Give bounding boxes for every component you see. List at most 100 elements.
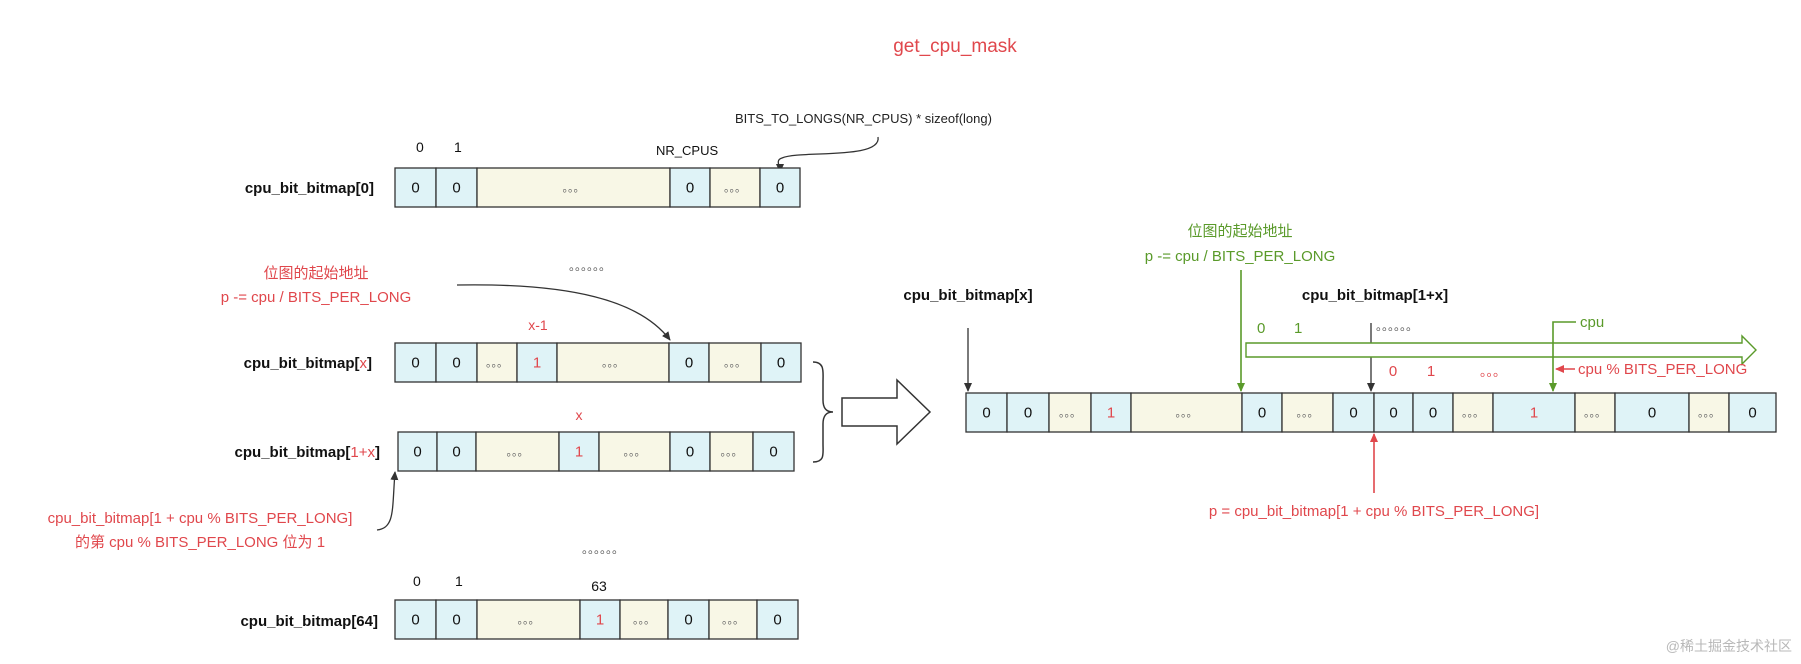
bit-cell-value: 0 [686,180,694,197]
diagram-title: get_cpu_mask [893,36,1017,57]
right-red-dots: 。。。 [1480,364,1506,379]
bit-cell-value: 0 [686,444,694,461]
bit-cell [752,431,795,472]
bit-cell [394,599,437,640]
bit-cell-ellipsis: 。。。 [633,615,655,627]
bit-cell-value: 0 [452,444,460,461]
bit-cell-value: 1 [575,444,583,461]
bit-cell [394,342,437,383]
bit-cell [667,599,710,640]
row-brace [812,361,834,463]
bit-cell [759,167,801,208]
bit-cell-ellipsis: 。。。 [1698,408,1720,420]
bit-cell [760,342,802,383]
bit-cell-value: 0 [769,444,777,461]
bit-cell [436,431,477,472]
row64-index-0: 0 [413,573,421,589]
bit-cell-value: 0 [1389,405,1397,422]
bit-cell-ellipsis: 。。。 [1462,408,1484,420]
bit-cell [1006,392,1050,433]
right-label-1x: cpu_bit_bitmap[1+x] [1302,287,1448,304]
right-green-note-line2: p -= cpu / BITS_PER_LONG [1145,248,1336,265]
bit-cell [619,599,669,640]
bit-cell-ellipsis: 。。。 [486,358,508,370]
right-green-idx-0: 0 [1257,320,1265,337]
bit-cell-value: 0 [411,180,419,197]
watermark: @稀土掘金技术社区 [1666,638,1792,654]
bit-cell-value: 0 [685,355,693,372]
bit-cell-ellipsis: 。。。 [721,447,743,459]
bit-cell-value: 0 [452,612,460,629]
bit-cell-ellipsis: 。。。 [724,358,746,370]
right-red-idx-1: 1 [1427,363,1435,380]
row64-index-1: 1 [455,573,463,589]
bit-cell-value: 0 [452,355,460,372]
bit-cell [708,342,762,383]
bit-cell-ellipsis: 。。。 [1584,408,1606,420]
left-note-line2: p -= cpu / BITS_PER_LONG [221,289,412,306]
bit-cell-value: 1 [596,612,604,629]
bit-cell [476,342,518,383]
bit-cell [1688,392,1730,433]
right-cpu-label: cpu [1580,314,1604,331]
bit-cell-value: 0 [1258,405,1266,422]
bit-cell [708,599,758,640]
dots-low: 。。。。。。 [582,542,624,556]
bit-cell-value: 0 [1349,405,1357,422]
bit-cell-ellipsis: 。。。 [507,447,529,459]
top-note-arrow [775,136,879,173]
bit-cell [516,342,558,383]
top-note: BITS_TO_LONGS(NR_CPUS) * sizeof(long) [735,111,992,126]
bit-cell [1332,392,1375,433]
bit-cell-value: 0 [411,612,419,629]
bit-cell [475,431,560,472]
row-1x-marker: x [576,407,583,423]
bit-cell-value: 1 [533,355,541,372]
right-green-note-line1: 位图的起始地址 [1187,223,1292,240]
bit-cell [1728,392,1777,433]
bit-cell-value: 1 [1530,405,1538,422]
right-green-hollow-arrow [1245,334,1757,366]
right-red-mod: cpu % BITS_PER_LONG [1578,361,1747,378]
bit-cell-value: 0 [411,355,419,372]
bit-cell [435,342,478,383]
bit-cell [598,431,671,472]
right-bottom-note: p = cpu_bit_bitmap[1 + cpu % BITS_PER_LO… [1209,503,1539,520]
right-cpu-arrow [1549,321,1576,392]
row-x-label: cpu_bit_bitmap[x] [244,355,372,372]
bit-cell [1492,392,1576,433]
right-dots-top: 。。。。。。 [1376,319,1418,333]
bit-cell [1130,392,1243,433]
bit-cell [394,167,437,208]
row64-index-63: 63 [591,578,607,594]
bit-cell-ellipsis: 。。。 [1297,408,1319,420]
bit-cell-ellipsis: 。。。 [602,358,624,370]
transform-arrow [841,378,932,446]
left-note-arrow [456,284,671,341]
bit-cell-ellipsis: 。。。 [724,183,746,195]
bit-cell-ellipsis: 。。。 [563,183,585,195]
bit-cell-ellipsis: 。。。 [722,615,744,627]
right-label-x: cpu_bit_bitmap[x] [903,287,1032,304]
bit-cell [668,342,710,383]
bit-cell-value: 0 [452,180,460,197]
bit-cell-value: 0 [982,405,990,422]
bit-cell-ellipsis: 。。。 [1059,408,1081,420]
bit-cell-value: 0 [776,180,784,197]
bit-cell [709,167,761,208]
bit-cell-value: 0 [773,612,781,629]
row-x-marker: x-1 [528,317,548,333]
row64-label: cpu_bit_bitmap[64] [240,613,378,630]
bit-cell [476,599,581,640]
bit-cell [709,431,754,472]
bit-cell [1452,392,1494,433]
row0-index-0: 0 [416,139,424,155]
bit-cell [1241,392,1283,433]
bit-cell-value: 0 [684,612,692,629]
bit-cell [1090,392,1132,433]
